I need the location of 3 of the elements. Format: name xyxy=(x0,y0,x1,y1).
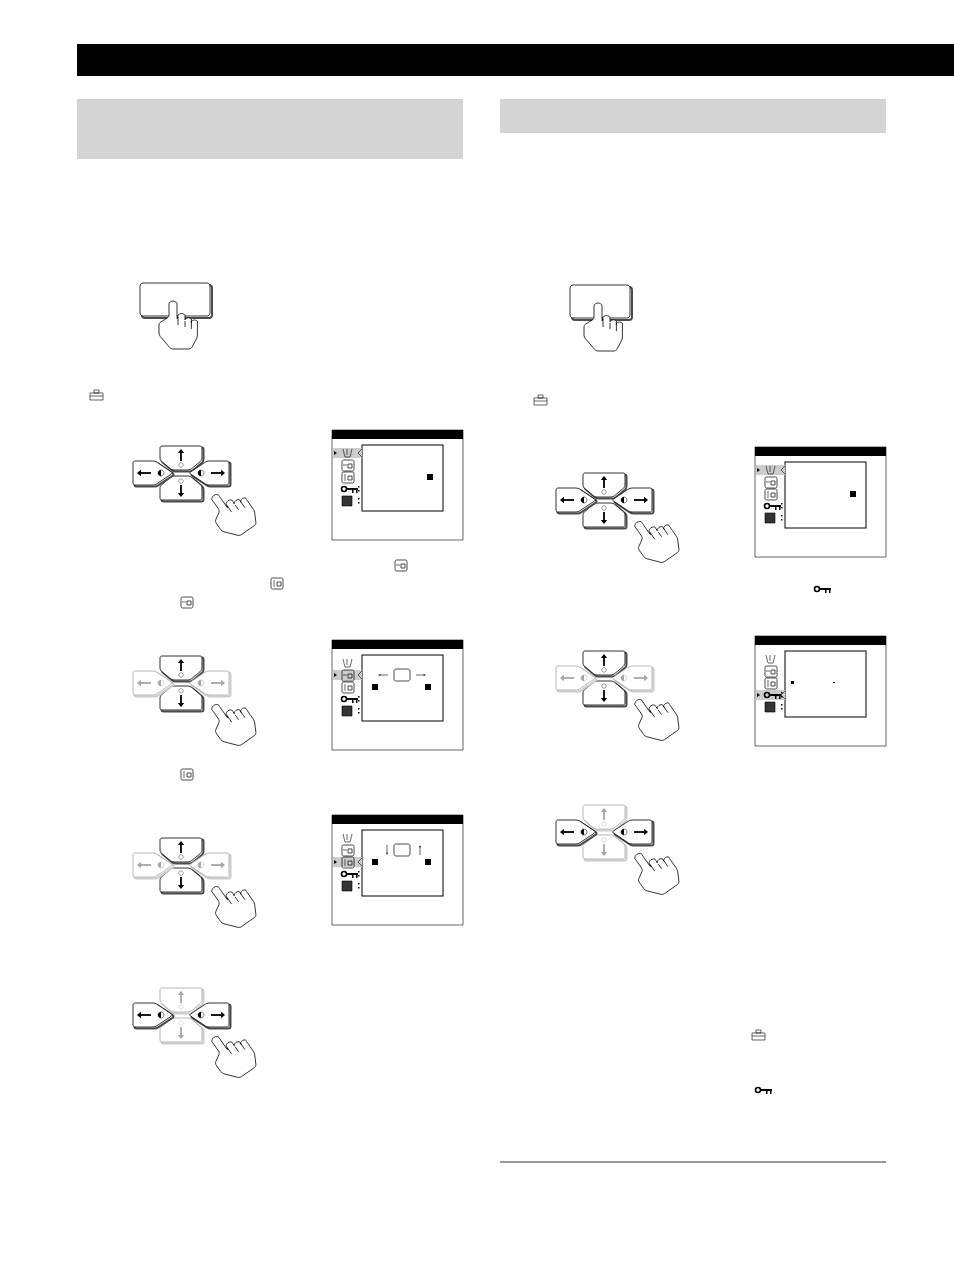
heading-band xyxy=(77,99,463,159)
header-bar xyxy=(77,44,954,76)
heading-band xyxy=(500,99,886,133)
